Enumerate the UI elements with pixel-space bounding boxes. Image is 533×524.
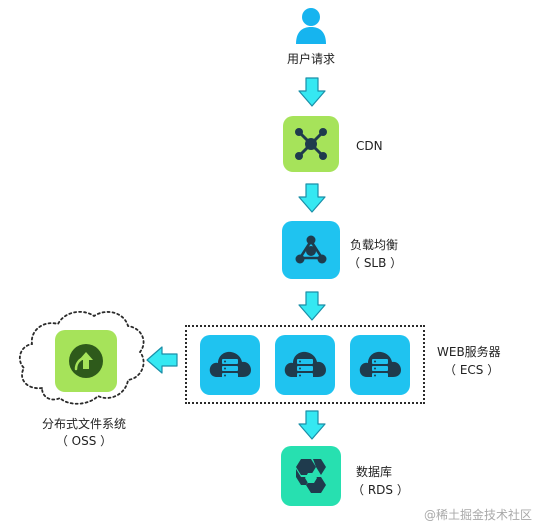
server-cloud-icon [284,351,326,378]
rds-tile [281,446,341,506]
rds-label-line2: （ RDS ） [352,483,409,497]
arrow-down-cdn-to-slb [298,183,326,213]
rds-label-line1: 数据库 [356,465,393,479]
database-icon [296,459,326,493]
ecs-server-tile-2 [275,335,335,395]
server-cloud-icon [209,351,251,378]
cdn-label: CDN [356,139,383,153]
user-icon [294,6,328,46]
cdn-tile [283,116,339,172]
slb-label-line1: 负载均衡 [350,238,399,252]
oss-tile [55,330,117,392]
slb-tile [282,221,340,279]
load-balancer-icon [295,235,327,264]
oss-label-line2: （ OSS ） [55,434,113,448]
storage-upload-icon [69,344,103,378]
ecs-server-tile-3 [350,335,410,395]
ecs-label-line2: （ ECS ） [444,363,500,377]
watermark: @稀土掘金技术社区 [424,508,533,522]
ecs-label-line1: WEB服务器 [437,345,501,359]
ecs-server-tile-1 [200,335,260,395]
ecs-group-box [185,325,425,404]
oss-label-line1: 分布式文件系统 [41,417,126,431]
arrow-down-ecs-to-rds [298,410,326,440]
slb-label-line2: （ SLB ） [348,256,403,270]
arrow-left-ecs-to-oss [146,346,178,374]
server-cloud-icon [359,351,401,378]
arrow-down-slb-to-ecs [298,291,326,321]
cdn-network-icon [295,128,327,160]
arrow-down-user-to-cdn [298,77,326,107]
user-request-label: 用户请求 [286,52,335,66]
oss-cloud-outline [18,310,145,405]
